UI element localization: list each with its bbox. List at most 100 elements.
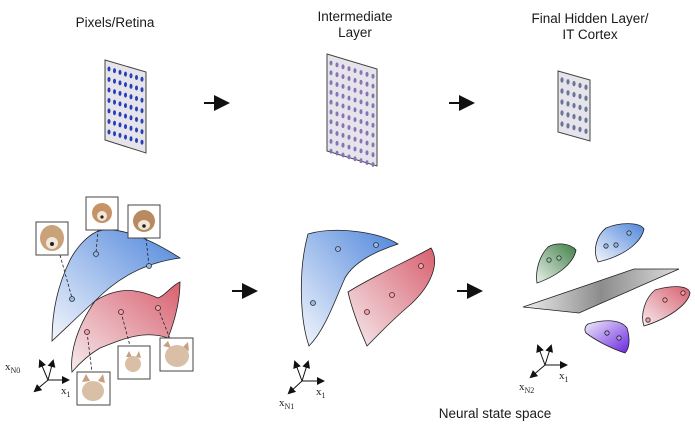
neuron-dot <box>129 73 133 79</box>
neuron-dot <box>341 133 345 138</box>
neuron-dot <box>329 119 333 125</box>
neuron-dot <box>347 125 351 130</box>
neuron-dot <box>371 93 375 99</box>
stage-title-line2: IT Cortex <box>562 27 618 42</box>
neuron-dot <box>353 87 357 93</box>
neuron-dot <box>566 112 570 118</box>
neuron-dot <box>359 70 363 75</box>
neuron-dot <box>135 85 138 91</box>
neuron-dot <box>353 146 357 152</box>
axis-label-n: xN1 <box>279 397 294 411</box>
neuron-dot <box>118 122 122 128</box>
neuron-dot <box>129 136 133 142</box>
neuron-dot <box>365 160 369 166</box>
neuron-dot <box>566 123 570 129</box>
cat-image-3 <box>159 337 194 372</box>
neuron-dot <box>135 138 138 143</box>
neuron-dot <box>371 162 375 167</box>
neuron-dot <box>118 101 122 107</box>
neuron-dot <box>124 113 127 119</box>
neuron-dot <box>129 104 133 110</box>
neuron-dot <box>371 73 375 79</box>
final-sheet <box>557 70 591 142</box>
axis-label-n: xN2 <box>519 381 534 395</box>
neuron-dot <box>347 115 351 121</box>
neuron-dot <box>584 128 588 134</box>
neuron-dot <box>107 77 111 82</box>
axis-label-x1: x1 <box>559 370 569 384</box>
neuron-dot <box>347 144 351 150</box>
neuron-dot <box>113 110 116 116</box>
neuron-dot <box>329 99 333 105</box>
neuron-dot <box>113 99 116 105</box>
neuron-dot <box>124 134 127 140</box>
neuron-dot <box>329 90 333 95</box>
neuron-dot <box>365 140 369 146</box>
neuron-dot <box>129 94 133 100</box>
neuron-dot <box>118 90 122 96</box>
hyperplane <box>522 268 680 314</box>
neuron-dot <box>566 101 570 107</box>
neuron-dot <box>359 138 363 144</box>
intermediate-sheet <box>326 53 378 167</box>
neuron-dot <box>140 129 144 135</box>
neuron-dot <box>371 113 375 118</box>
neuron-dot <box>140 76 144 82</box>
neuron-dot <box>140 108 144 114</box>
neuron-dot <box>335 101 339 107</box>
neuron-dot <box>365 121 369 126</box>
neuron-dot <box>353 136 357 142</box>
neuron-dot <box>129 115 133 121</box>
neuron-dot <box>107 119 111 124</box>
neuron-dot <box>578 104 582 111</box>
neuron-dot <box>572 113 576 120</box>
neuron-dot <box>107 129 111 135</box>
neuron-dot <box>365 111 369 116</box>
neuron-dot <box>353 107 357 113</box>
neuron-dot <box>359 79 363 85</box>
axes-pixel-space: xN0 x1 <box>5 359 71 399</box>
neuron-dot <box>124 124 127 130</box>
neuron-dot <box>341 74 345 79</box>
neuron-dot <box>329 60 333 66</box>
neuron-dot <box>335 121 339 127</box>
axes-intermediate: xN1 x1 <box>279 360 326 411</box>
green-manifold <box>536 243 577 284</box>
neuron-dot <box>341 123 345 128</box>
neuron-dot <box>365 130 369 136</box>
neuron-dot <box>578 82 582 89</box>
neuron-dot <box>113 131 116 137</box>
neuron-dot <box>335 150 339 156</box>
final-dots <box>560 77 588 134</box>
stage-title-line1: Intermediate <box>317 9 393 24</box>
neuron-dot <box>365 72 369 77</box>
neuron-dot <box>347 85 351 91</box>
stage-title-line2: Layer <box>338 25 372 40</box>
neuron-dot <box>113 78 116 84</box>
neuron-dot <box>341 103 345 109</box>
cat-image-1 <box>76 371 111 406</box>
neuron-dot <box>353 97 357 103</box>
intermediate-dots <box>329 60 375 167</box>
neuron-dot <box>347 95 351 101</box>
neuron-dot <box>329 70 333 76</box>
neuron-dot <box>113 89 116 95</box>
neuron-dot <box>135 127 138 133</box>
stage-title-line1: Final Hidden Layer/ <box>531 11 649 26</box>
neuron-dot <box>118 111 122 117</box>
neuron-dot <box>371 83 375 89</box>
neuron-dot <box>359 119 363 124</box>
neuron-dot <box>566 90 570 96</box>
neuron-dot <box>578 126 582 133</box>
neuron-dot <box>560 110 564 116</box>
neuron-dot <box>353 78 357 83</box>
neuron-dot <box>335 111 339 117</box>
neuron-dot <box>584 95 588 101</box>
neuron-dot <box>371 142 375 148</box>
final-manifolds <box>522 223 691 354</box>
neuron-dot <box>578 93 582 100</box>
neuron-dot <box>124 92 127 98</box>
neuron-dot <box>140 87 144 93</box>
axis-label-n: xN0 <box>5 361 20 375</box>
